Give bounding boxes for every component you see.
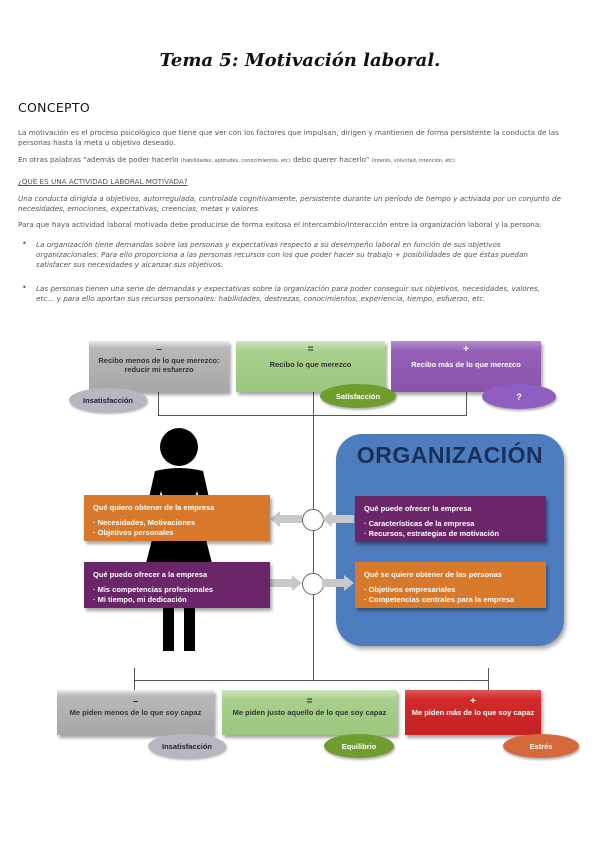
oval-insatisfaccion: Insatisfacción bbox=[69, 388, 147, 412]
info-box-heading: Qué quiero obtener de la empresa bbox=[93, 503, 215, 512]
connector-line bbox=[134, 668, 135, 690]
arrow-right-icon bbox=[322, 511, 354, 527]
list-item: Las personas tienen una serie de demanda… bbox=[36, 284, 541, 303]
bottom-box-equal: = Me piden justo aquello de lo que soy c… bbox=[222, 690, 397, 735]
bottom-box-less: – Me piden menos de lo que soy capaz bbox=[57, 690, 214, 735]
oval-insatisfaccion: Insatisfacción bbox=[148, 734, 226, 758]
text-fragment: debo querer hacerlo" bbox=[292, 155, 370, 164]
oval-estres: Estrés bbox=[503, 734, 579, 758]
info-box-list: · Necesidades, Motivaciones · Objetivos … bbox=[84, 518, 270, 538]
bottom-box-label: Me piden más de lo que soy capaz bbox=[411, 708, 535, 717]
connector-line bbox=[158, 415, 467, 416]
info-box-puedo-ofrecer: Qué puedo ofrecer a la empresa · Mis com… bbox=[84, 562, 270, 608]
top-box-equal: = Recibo lo que merezco bbox=[236, 341, 385, 392]
info-box-empresa-ofrece: Qué puede ofrecer la empresa · Caracterí… bbox=[355, 496, 546, 542]
plus-sign: + bbox=[463, 344, 469, 355]
actividad-paragraph: Una conducta dirigida a objetivos, autor… bbox=[18, 194, 561, 213]
connector-line bbox=[313, 528, 314, 574]
organization-title: ORGANIZACIÓN bbox=[356, 442, 544, 468]
info-box-empresa-quiere: Qué se quiere obtener de las personas · … bbox=[355, 562, 546, 608]
info-box-heading: Qué puedo ofrecer a la empresa bbox=[93, 570, 208, 579]
oval-satisfaccion: Satisfacción bbox=[320, 384, 396, 408]
top-box-label: Recibo lo que merezco bbox=[269, 360, 352, 369]
info-box-list: · Características de la empresa · Recurs… bbox=[355, 519, 546, 539]
bottom-box-label: Me piden menos de lo que soy capaz bbox=[69, 708, 202, 717]
equal-sign: = bbox=[307, 344, 314, 355]
oval-question: ? bbox=[482, 384, 556, 409]
text-fragment-small: (interés, voluntad, intención, etc) bbox=[371, 158, 455, 164]
top-box-less: – Recibo menos de lo que merezco: reduci… bbox=[89, 341, 229, 392]
concepto-paragraph: La motivación es el proceso psicológico … bbox=[18, 128, 559, 147]
page-title: Tema 5: Motivación laboral. bbox=[159, 50, 441, 71]
connector-line bbox=[313, 592, 314, 680]
actividad-paragraph-2: Para que haya actividad laboral motivada… bbox=[18, 220, 542, 229]
list-item: · Mi tiempo, mi dedicación bbox=[93, 595, 187, 604]
info-box-heading: Qué puede ofrecer la empresa bbox=[364, 504, 472, 513]
connector-circle bbox=[302, 573, 324, 595]
equal-sign: = bbox=[306, 696, 313, 707]
concepto-paragraph-2: En otras palabras "además de poder hacer… bbox=[18, 155, 580, 166]
info-box-heading: Qué se quiere obtener de las personas bbox=[364, 570, 502, 579]
list-item: · Características de la empresa bbox=[364, 519, 475, 528]
oval-equilibrio: Equilibrio bbox=[324, 734, 394, 758]
text-fragment: En otras palabras "además de poder hacer… bbox=[18, 155, 179, 164]
list-item: · Objetivos personales bbox=[93, 528, 174, 537]
info-box-quiero-obtener: Qué quiero obtener de la empresa · Neces… bbox=[84, 495, 270, 541]
top-box-label: Recibo menos de lo que merezco: reducir … bbox=[98, 356, 220, 374]
section-heading-concepto: CONCEPTO bbox=[18, 100, 90, 115]
minus-sign: – bbox=[132, 696, 139, 707]
list-item: La organización tiene demandas sobre las… bbox=[36, 240, 528, 269]
connector-circle bbox=[302, 509, 324, 531]
connector-line bbox=[488, 668, 489, 690]
arrow-right-icon bbox=[322, 575, 354, 591]
plus-sign: + bbox=[470, 696, 476, 707]
list-item: · Recursos, estrategias de motivación bbox=[364, 529, 500, 538]
person-silhouette-icon bbox=[141, 428, 217, 651]
bullet-dot: • bbox=[22, 283, 27, 292]
bottom-box-more: + Me piden más de lo que soy capaz bbox=[405, 690, 541, 735]
bullet-dot: • bbox=[22, 239, 27, 248]
list-item: · Mis competencias profesionales bbox=[93, 585, 214, 594]
top-box-more: + Recibo más de lo que merezco bbox=[391, 341, 541, 392]
top-box-label: Recibo más de lo que merezco bbox=[411, 360, 521, 369]
connector-line bbox=[313, 392, 314, 512]
connector-line bbox=[134, 680, 488, 681]
list-item: · Necesidades, Motivaciones bbox=[93, 518, 196, 527]
info-box-list: · Objetivos empresariales · Competencias… bbox=[355, 585, 546, 605]
info-box-list: · Mis competencias profesionales · Mi ti… bbox=[84, 585, 270, 605]
connector-line bbox=[158, 392, 159, 415]
section-heading-actividad: ¿QUÉ ES UNA ACTIVIDAD LABORAL MOTIVADA? bbox=[18, 177, 188, 186]
list-item: · Competencias centrales para la empresa bbox=[364, 595, 515, 604]
connector-line bbox=[466, 392, 467, 415]
text-fragment-small: (habilidades, aptitudes, conocimientos, … bbox=[180, 158, 291, 164]
minus-sign: – bbox=[156, 344, 162, 355]
arrow-right-icon bbox=[270, 575, 302, 591]
list-item: · Objetivos empresariales bbox=[364, 585, 456, 594]
arrow-left-icon bbox=[270, 511, 302, 527]
bottom-box-label: Me piden justo aquello de lo que soy cap… bbox=[232, 708, 387, 717]
